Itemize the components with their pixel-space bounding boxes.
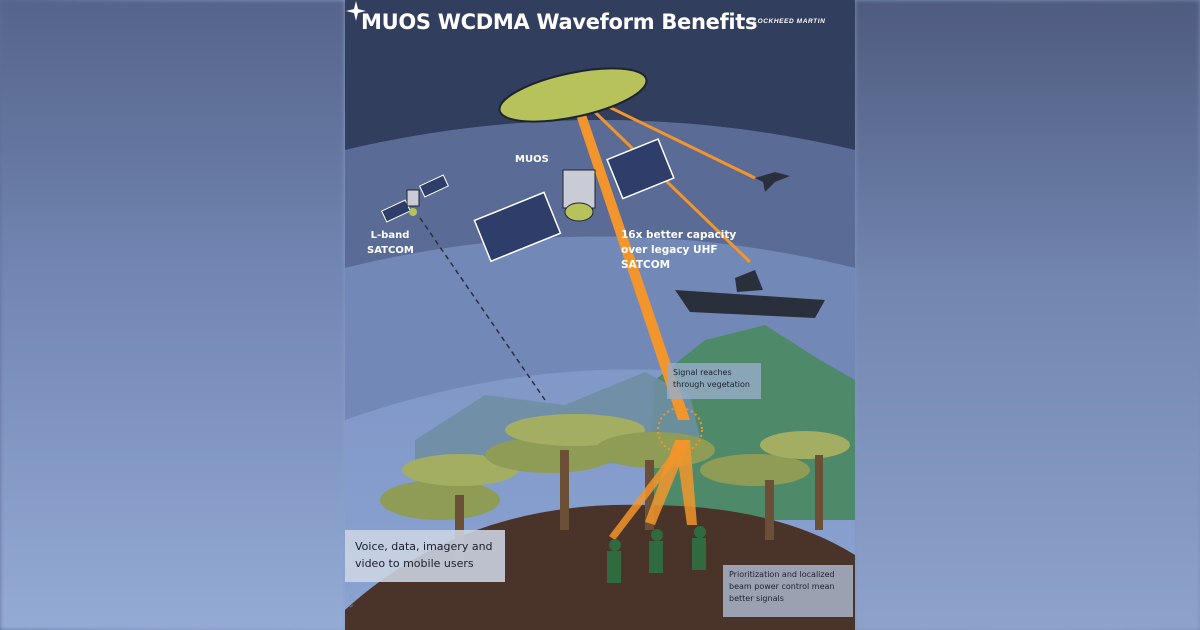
star-logo-icon	[346, 1, 366, 21]
capacity-label: 16x better capacity over legacy UHF SATC…	[621, 229, 737, 271]
credit-text: © LM	[349, 594, 355, 608]
brand-wordmark: LOCKHEED MARTIN	[753, 18, 826, 25]
signal-callout: Signal reaches through vegetation	[667, 363, 761, 399]
satellite-icon	[473, 138, 675, 263]
middle-atmosphere-band	[345, 120, 855, 268]
jet-icon	[755, 172, 790, 192]
ship-icon	[675, 270, 825, 318]
poster-title: MUOS WCDMA Waveform Benefits	[361, 10, 758, 34]
right-blurred-background	[855, 0, 1200, 630]
voice-callout: Voice, data, imagery and video to mobile…	[345, 530, 505, 582]
lband-satellite-icon	[381, 174, 449, 223]
signal-beams	[567, 86, 756, 540]
lband-link	[419, 217, 546, 401]
soldier-icon	[607, 526, 706, 583]
muos-label: MUOS	[515, 154, 549, 165]
prioritization-callout: Prioritization and localized beam power …	[723, 565, 853, 617]
left-blurred-background	[0, 0, 345, 630]
antenna-dish	[498, 67, 648, 123]
lband-label: L-band SATCOM	[367, 230, 414, 256]
infographic-poster: MUOS WCDMA Waveform Benefits LOCKHEED MA…	[345, 0, 855, 630]
